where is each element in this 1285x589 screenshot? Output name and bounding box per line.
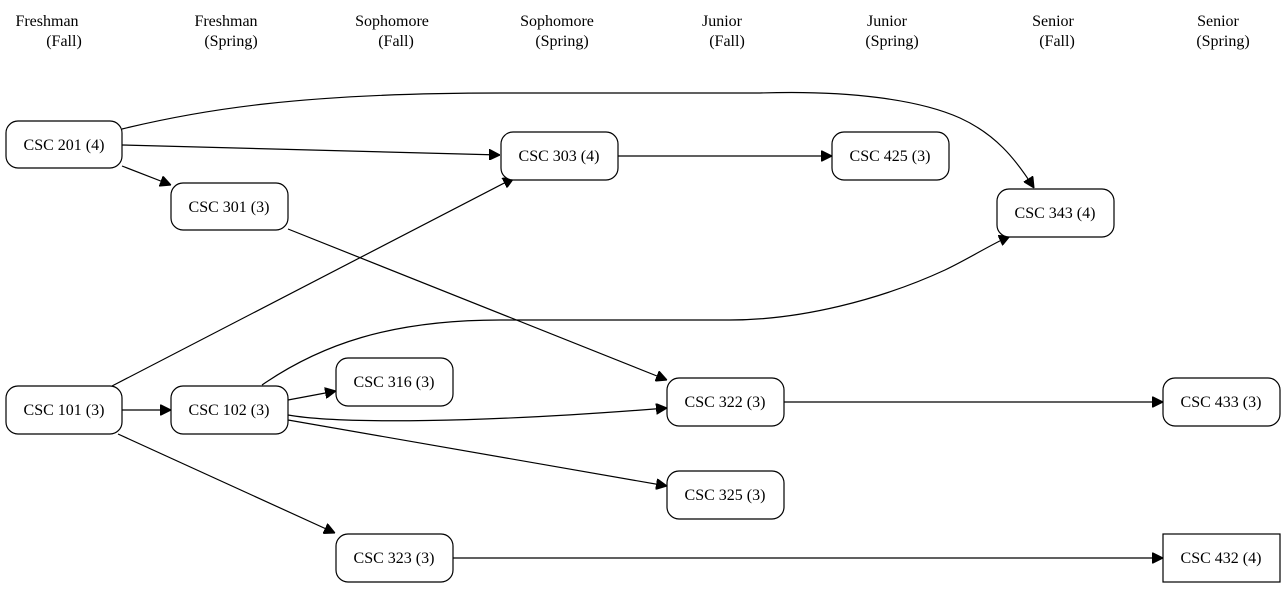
- course-node-label: CSC 303 (4): [519, 148, 600, 165]
- course-node-box: [996, 188, 1115, 238]
- course-node-csc432[interactable]: CSC 432 (4): [1162, 533, 1281, 583]
- course-node-box: [500, 131, 619, 181]
- semester-header-line1: Senior: [1197, 13, 1239, 30]
- semester-header-line2: (Spring): [535, 33, 588, 50]
- course-node-label: CSC 425 (3): [850, 148, 931, 165]
- course-node-box: [831, 131, 950, 181]
- course-node-csc322[interactable]: CSC 322 (3): [666, 377, 785, 427]
- course-node-label: CSC 432 (4): [1181, 550, 1262, 567]
- semester-header-line1: Sophomore: [355, 13, 429, 30]
- course-node-csc316[interactable]: CSC 316 (3): [335, 357, 454, 407]
- semester-header-line2: (Spring): [1196, 33, 1249, 50]
- course-node-csc433[interactable]: CSC 433 (3): [1162, 377, 1281, 427]
- course-node-label: CSC 322 (3): [685, 394, 766, 411]
- semester-header-line1: Freshman: [194, 13, 257, 30]
- semester-header-line2: (Fall): [46, 33, 82, 50]
- semester-headers: Freshman (Fall) Freshman (Spring) Sophom…: [15, 13, 1249, 50]
- course-node-box: [1162, 533, 1281, 583]
- semester-header-freshman-spring: Freshman (Spring): [194, 13, 257, 50]
- semester-header-line2: (Spring): [865, 33, 918, 50]
- semester-header-sophomore-spring: Sophomore (Spring): [520, 13, 594, 50]
- course-node-box: [666, 377, 785, 427]
- semester-header-line2: (Spring): [204, 33, 257, 50]
- course-node-label: CSC 325 (3): [685, 487, 766, 504]
- edge-csc102-to-csc322: [287, 408, 667, 422]
- course-node-csc425[interactable]: CSC 425 (3): [831, 131, 950, 181]
- course-nodes: CSC 201 (4) CSC 301 (3) CSC 303 (4) CSC …: [5, 120, 1281, 583]
- semester-header-line1: Junior: [867, 13, 908, 30]
- course-node-label: CSC 102 (3): [189, 402, 270, 419]
- edge-csc201-to-csc303: [121, 144, 500, 155]
- course-node-csc301[interactable]: CSC 301 (3): [170, 182, 289, 231]
- semester-header-senior-fall: Senior (Fall): [1032, 13, 1075, 50]
- course-node-box: [170, 385, 289, 435]
- course-node-box: [335, 533, 454, 583]
- edge-csc201-to-csc343: [121, 91, 1034, 188]
- course-node-label: CSC 323 (3): [354, 550, 435, 567]
- prerequisite-edges: [111, 91, 1163, 558]
- edge-csc101-to-csc323: [117, 433, 335, 533]
- semester-header-line2: (Fall): [709, 33, 745, 50]
- semester-header-line1: Freshman: [15, 13, 78, 30]
- course-node-label: CSC 101 (3): [24, 402, 105, 419]
- course-node-csc323[interactable]: CSC 323 (3): [335, 533, 454, 583]
- course-node-label: CSC 433 (3): [1181, 394, 1262, 411]
- course-node-box: [170, 182, 289, 231]
- edge-csc102-to-csc316: [287, 391, 336, 401]
- semester-header-line2: (Fall): [1039, 33, 1075, 50]
- edge-csc201-to-csc301: [121, 165, 171, 185]
- course-node-csc325[interactable]: CSC 325 (3): [666, 470, 785, 520]
- course-node-csc102[interactable]: CSC 102 (3): [170, 385, 289, 435]
- course-node-csc303[interactable]: CSC 303 (4): [500, 131, 619, 181]
- semester-header-freshman-fall: Freshman (Fall): [15, 13, 81, 50]
- course-node-label: CSC 316 (3): [354, 374, 435, 391]
- edge-csc301-to-csc322: [287, 228, 667, 380]
- edge-csc101-to-csc303: [111, 178, 514, 387]
- course-node-csc101[interactable]: CSC 101 (3): [5, 385, 123, 435]
- semester-header-senior-spring: Senior (Spring): [1196, 13, 1249, 50]
- course-node-csc343[interactable]: CSC 343 (4): [996, 188, 1115, 238]
- semester-header-line2: (Fall): [378, 33, 414, 50]
- semester-header-sophomore-fall: Sophomore (Fall): [355, 13, 429, 50]
- course-node-box: [335, 357, 454, 407]
- course-node-box: [1162, 377, 1281, 427]
- course-node-label: CSC 201 (4): [24, 137, 105, 154]
- semester-header-junior-fall: Junior (Fall): [702, 13, 745, 50]
- semester-header-line1: Sophomore: [520, 13, 594, 30]
- edge-csc102-to-csc343: [261, 236, 1010, 386]
- course-node-box: [5, 385, 123, 435]
- course-node-csc201[interactable]: CSC 201 (4): [5, 120, 123, 169]
- course-node-box: [5, 120, 123, 169]
- semester-header-line1: Senior: [1032, 13, 1074, 30]
- semester-header-line1: Junior: [702, 13, 743, 30]
- course-node-box: [666, 470, 785, 520]
- course-node-label: CSC 301 (3): [189, 199, 270, 216]
- course-node-label: CSC 343 (4): [1015, 205, 1096, 222]
- semester-header-junior-spring: Junior (Spring): [865, 13, 918, 50]
- edge-csc102-to-csc325: [287, 419, 667, 486]
